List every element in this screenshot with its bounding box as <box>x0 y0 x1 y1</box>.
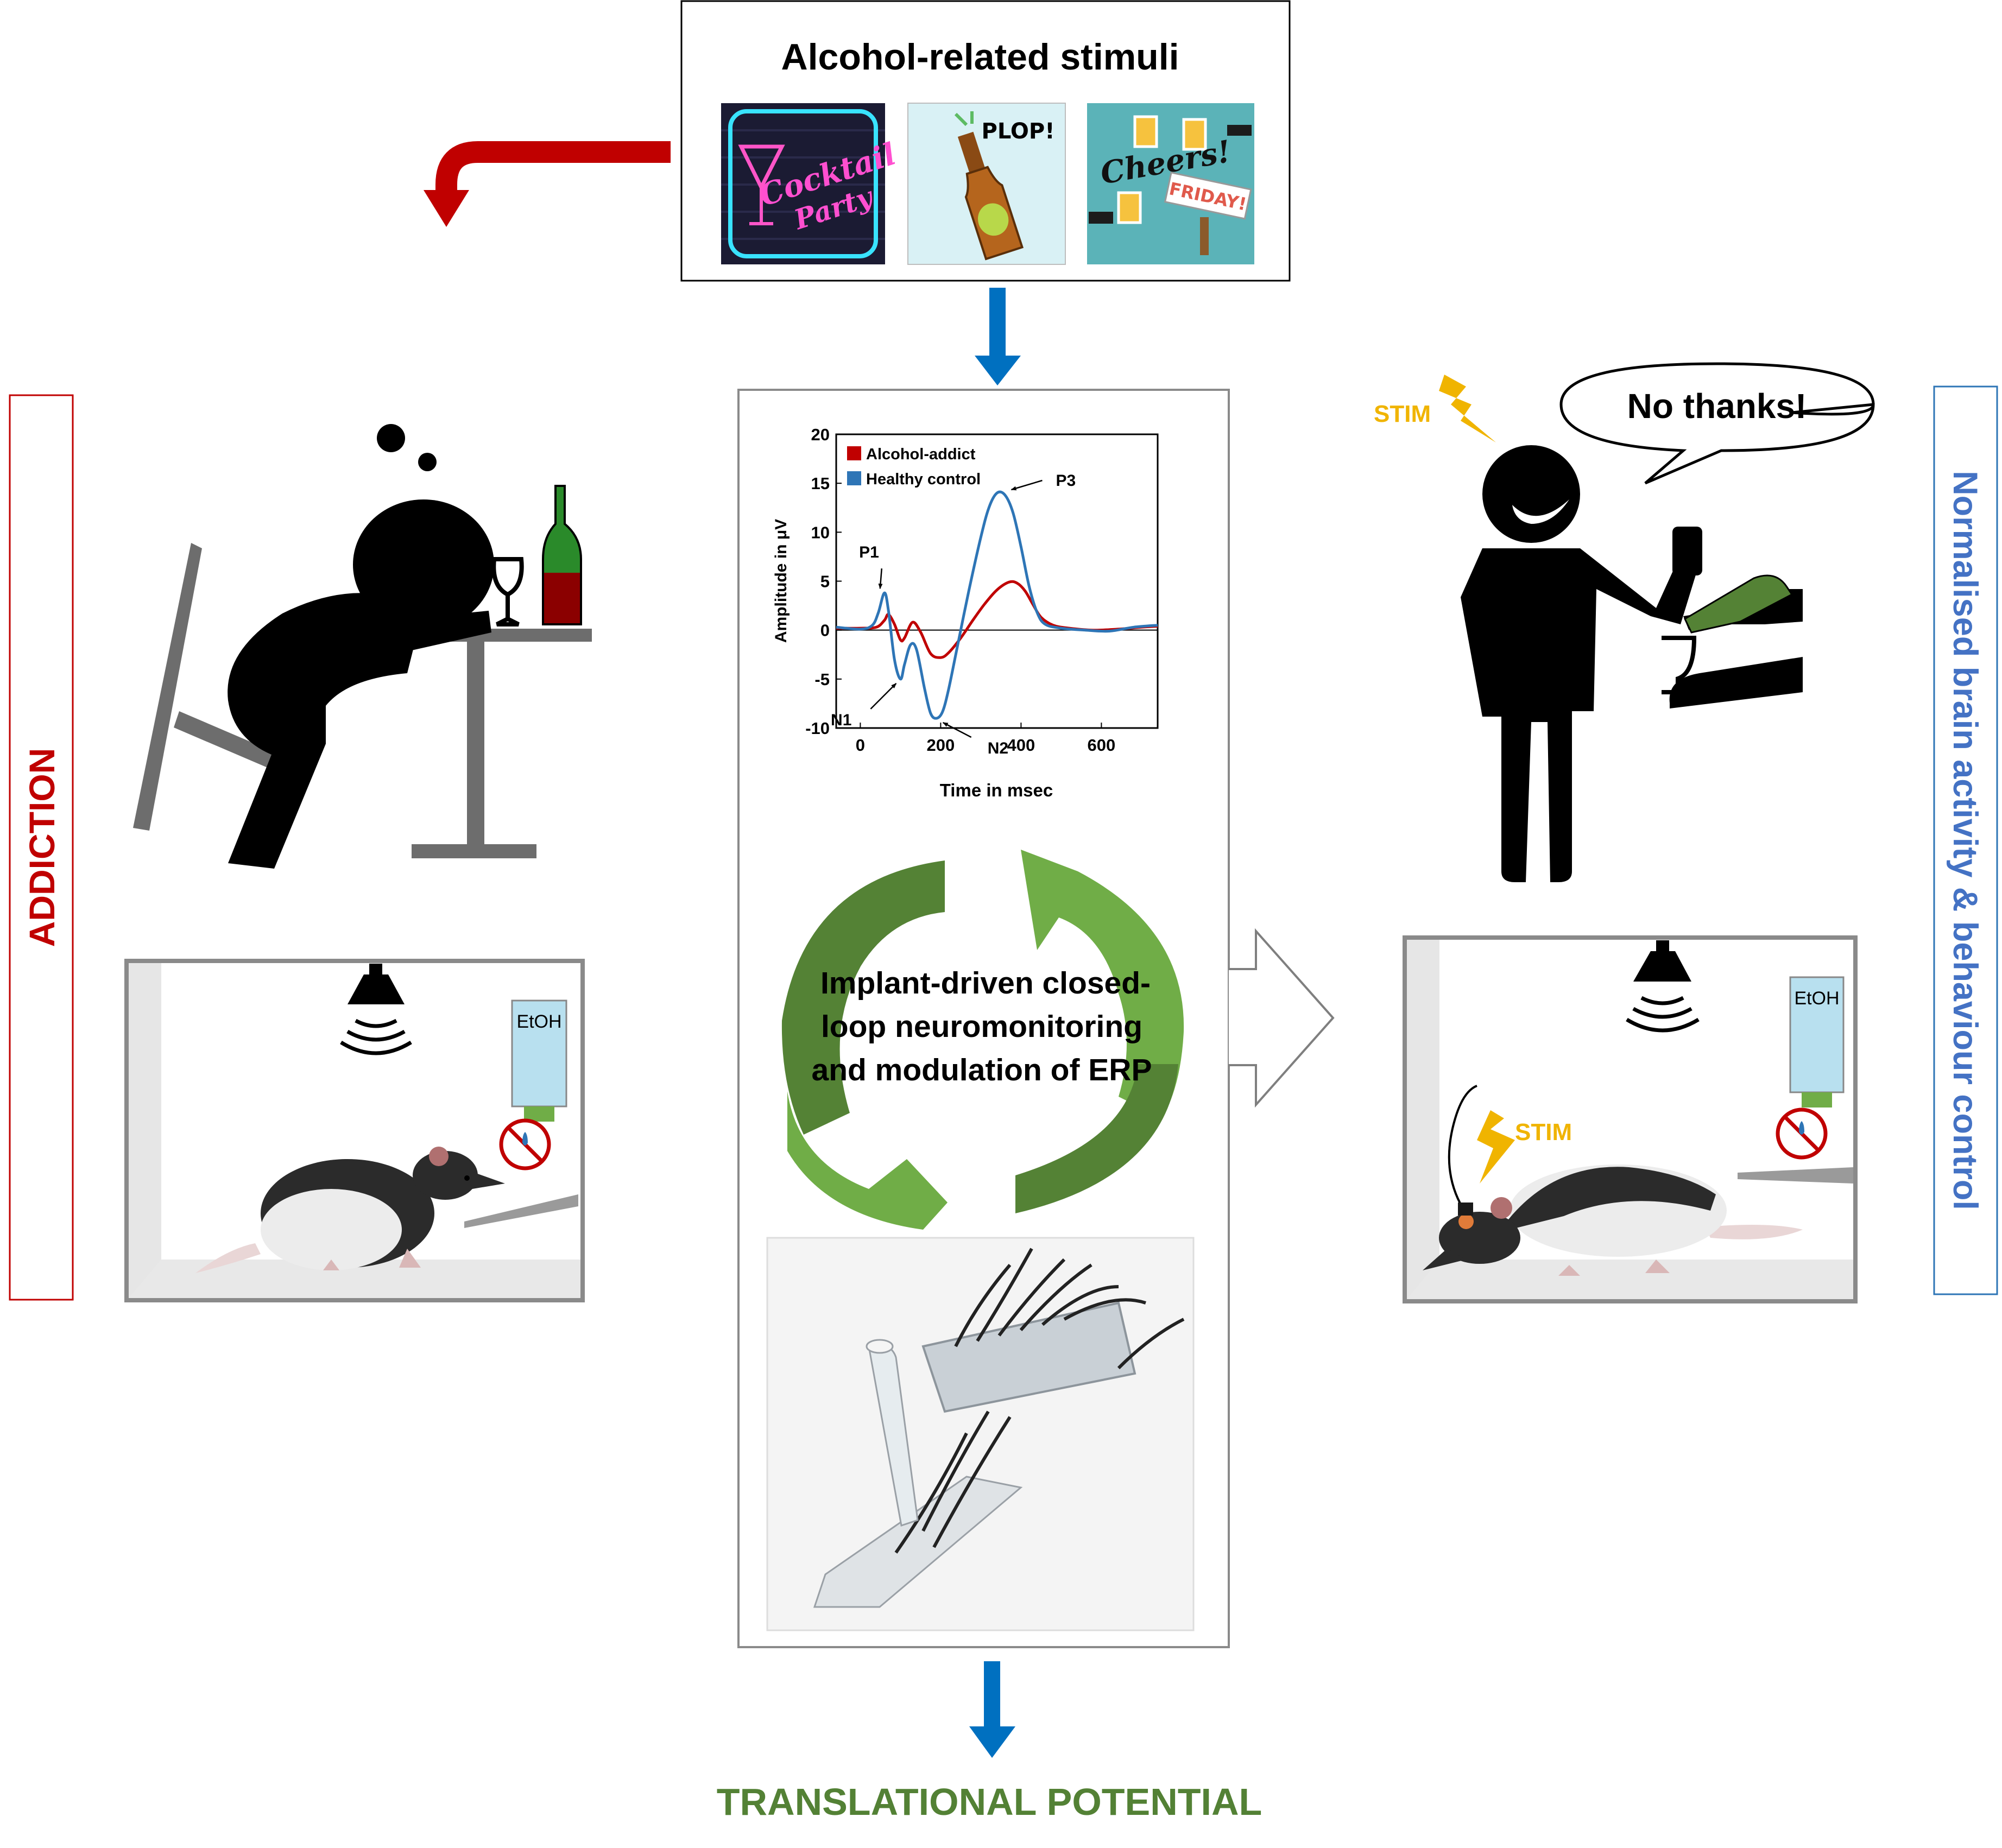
y-tick-label: -10 <box>805 719 830 738</box>
y-tick-label: 5 <box>820 572 830 591</box>
rat-cage-right: EtOH STIM <box>1403 935 1858 1303</box>
chart-legend: Alcohol-addict Healthy control <box>847 446 981 488</box>
closed-loop-cycle: Implant-driven closed- loop neuromonitor… <box>781 850 1184 1230</box>
y-tick-label: 10 <box>811 523 830 542</box>
y-tick-label: 0 <box>820 621 830 640</box>
plop-text: PLOP! <box>982 119 1055 144</box>
plop-bottle-image: PLOP! <box>907 103 1066 265</box>
annotation-arrow <box>1011 479 1043 491</box>
stim-label-person: STIM <box>1374 401 1431 427</box>
cycle-arrow-upper-left <box>781 860 945 1135</box>
addiction-label-box: ADDICTION <box>9 394 74 1301</box>
series-line-healthy-control <box>836 490 1158 720</box>
cycle-arrow-lower-left <box>787 1091 948 1230</box>
stimuli-title: Alcohol-related stimuli <box>781 36 1179 78</box>
blue-flow-arrow-bottom <box>969 1661 1015 1758</box>
chart-xlabel: Time in msec <box>940 780 1053 800</box>
cycle-arrow-lower-right <box>1015 1064 1178 1213</box>
hollow-arrow-right <box>1229 928 1335 1108</box>
stimuli-box: Alcohol-related stimuli Cocktail Party P… <box>680 0 1291 282</box>
y-tick-label: 20 <box>811 425 830 444</box>
cycle-text-line-2: loop neuromonitoring <box>821 1009 1142 1044</box>
y-tick-label: -5 <box>814 670 830 689</box>
x-tick-label: 400 <box>1007 736 1035 755</box>
implant-photo <box>766 1237 1195 1631</box>
red-flow-arrow <box>424 141 671 227</box>
cycle-arrow-upper-right <box>1021 850 1184 1118</box>
translational-label: TRANSLATIONAL POTENTIAL <box>717 1781 1262 1823</box>
cheers-image: Cheers! FRIDAY! <box>1087 103 1254 264</box>
annotation-n2: N2 <box>988 739 1008 757</box>
drunk-person-illustration <box>133 424 592 869</box>
stim-label-rat: STIM <box>1515 1119 1572 1145</box>
etoh-label-left: EtOH <box>516 1011 561 1032</box>
etoh-label-right: EtOH <box>1794 988 1839 1009</box>
annotation-n1: N1 <box>831 711 851 729</box>
annotation-arrow <box>878 568 883 590</box>
cycle-text-line-3: and modulation of ERP <box>812 1053 1152 1087</box>
annotation-arrow <box>942 722 972 738</box>
cocktail-party-image: Cocktail Party <box>721 103 900 264</box>
chart-plot-area <box>835 433 1159 729</box>
addiction-label: ADDICTION <box>22 748 62 947</box>
legend-healthy-control: Healthy control <box>866 471 981 488</box>
y-tick-label: 15 <box>811 474 830 493</box>
cycle-text-line-1: Implant-driven closed- <box>820 966 1151 1001</box>
rat-cage-left: EtOH <box>124 959 585 1302</box>
normalised-label-box: Normalised brain activity & behaviour co… <box>1933 385 1998 1295</box>
annotation-arrow <box>870 682 897 710</box>
chart-ylabel: Amplitude in μV <box>772 519 790 643</box>
speech-text: No thanks! <box>1627 387 1807 426</box>
x-tick-label: 600 <box>1088 736 1116 755</box>
x-tick-label: 200 <box>927 736 955 755</box>
sober-person-illustration: No thanks! STIM <box>1374 362 1875 882</box>
legend-alcohol-addict: Alcohol-addict <box>866 446 976 463</box>
x-tick-label: 0 <box>856 736 865 755</box>
annotation-p3: P3 <box>1056 472 1076 490</box>
blue-flow-arrow-top <box>975 288 1021 385</box>
normalised-label: Normalised brain activity & behaviour co… <box>1946 471 1984 1210</box>
annotation-p1: P1 <box>859 543 879 561</box>
